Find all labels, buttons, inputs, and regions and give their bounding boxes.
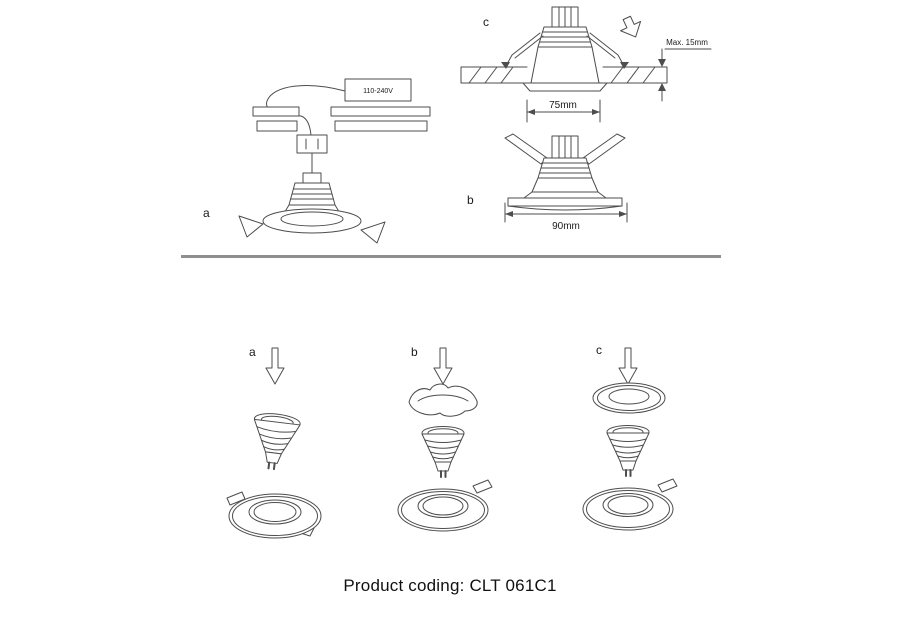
step-c-label: c (596, 343, 602, 357)
ceiling-slab (460, 66, 668, 84)
max-thickness-dimension: Max. 15mm (658, 38, 712, 102)
left-spring-clip (238, 215, 264, 238)
trim-ring (507, 197, 623, 207)
step-b-label: b (411, 345, 418, 359)
diagram-c-label: c (483, 15, 489, 29)
outer-diameter-label: 90mm (552, 221, 580, 232)
gu10-lamp (253, 413, 301, 471)
driver-box: 110-240V (344, 78, 412, 102)
exploded-install-diagram: a 110-240V (203, 78, 431, 244)
gu10-lamp (421, 426, 465, 478)
assembly-step-b: b (397, 345, 493, 532)
driver-voltage-label: 110-240V (363, 88, 393, 95)
left-spring (504, 133, 548, 165)
retaining-spring-ring (408, 383, 478, 417)
ceiling-panels (252, 106, 431, 132)
right-spring-clip (360, 221, 386, 244)
right-spring (582, 133, 626, 165)
assembly-step-a: a (226, 345, 322, 539)
step-a-label: a (249, 345, 256, 359)
ring-tab-right (657, 478, 678, 493)
section-divider (181, 255, 721, 258)
gu10-lamp (606, 425, 650, 477)
mounting-ring (226, 491, 322, 539)
outer-diameter-dimension: 90mm (504, 202, 628, 232)
down-arrow-icon (618, 347, 638, 385)
cutout-diameter-label: 75mm (549, 100, 577, 111)
ring-tab-right (472, 479, 493, 494)
trim-ring-part (592, 382, 666, 414)
press-down-arrow-icon (620, 15, 642, 38)
cutout-diameter-dimension: 75mm (526, 99, 601, 123)
assembly-step-c: c (582, 343, 678, 531)
product-coding-text: Product coding: CLT 061C1 (343, 576, 557, 595)
mounting-ring (397, 479, 493, 532)
mounting-ring (582, 478, 678, 531)
downlight-body (238, 172, 386, 244)
max-thickness-label: Max. 15mm (666, 38, 708, 47)
down-arrow-icon (433, 347, 453, 385)
clip-fixture-diagram: b 90mm (467, 133, 628, 232)
down-arrow-icon (265, 347, 285, 385)
visible-trim (522, 82, 608, 92)
diagram-a-label: a (203, 206, 210, 220)
recessed-fixture (501, 6, 629, 84)
terminal-connector (296, 134, 328, 154)
fixture-with-springs (504, 133, 626, 211)
ceiling-cross-section-diagram: c Max. 15mm (460, 6, 712, 123)
diagram-b-label: b (467, 193, 474, 207)
